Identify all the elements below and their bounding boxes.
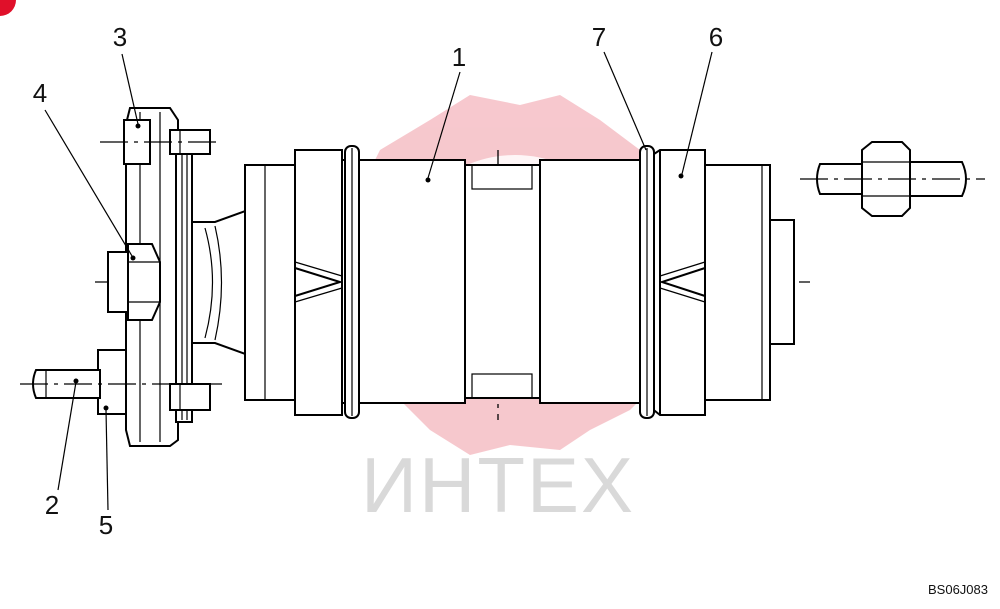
corner-marker [0,0,16,16]
callout-7: 7 [592,22,606,52]
main-drum [244,145,795,419]
callout-4: 4 [33,78,47,108]
callout-1: 1 [452,42,466,72]
callout-2: 2 [45,490,59,520]
left-flange-assembly [20,107,249,447]
callout-5: 5 [99,510,113,540]
callout-3: 3 [113,22,127,52]
callout-6: 6 [709,22,723,52]
right-shaft-part [800,141,985,217]
watermark-text: ИНТЕХ [361,441,635,529]
drawing-code: BS06J083 [928,582,988,597]
leader-lines [44,51,713,511]
